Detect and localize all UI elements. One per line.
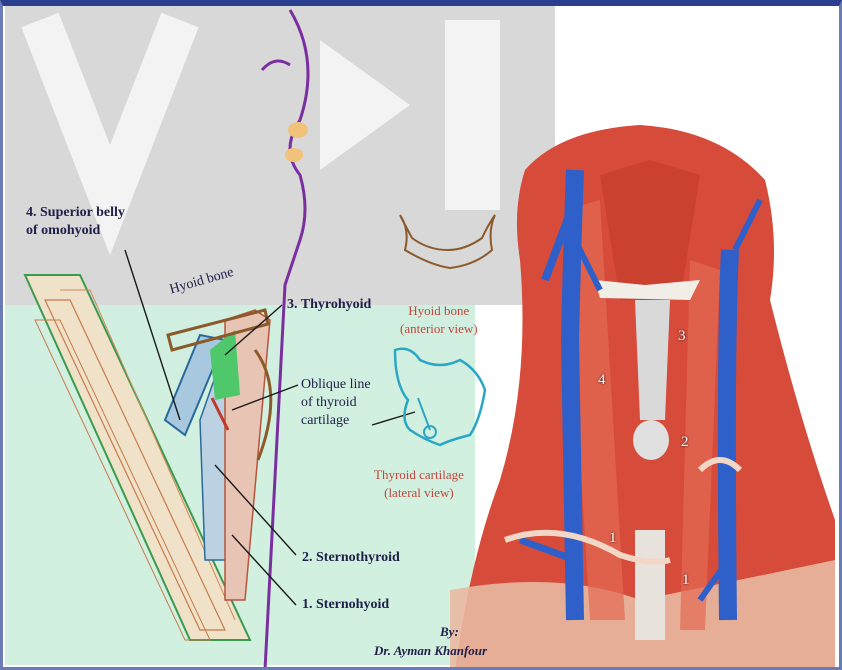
left-vein: [570, 170, 575, 620]
label-superior-belly-omohyoid: 4. Superior belly of omohyoid: [26, 204, 125, 240]
label-hyoid-anterior-view: Hyoid bone (anterior view): [400, 302, 478, 338]
credit-author: Dr. Ayman Khanfour: [374, 643, 487, 659]
label-oblique-line: Oblique line of thyroid cartilage: [301, 376, 371, 430]
number-1-right: 1: [682, 572, 690, 589]
larynx-cartilage: [635, 300, 670, 420]
label-sternohyoid: 1. Sternohyoid: [302, 597, 389, 613]
number-1-left: 1: [609, 530, 617, 547]
lower-lip: [285, 148, 303, 162]
number-4: 4: [598, 372, 606, 389]
credit-by: By:: [440, 624, 459, 640]
label-thyrohyoid: 3. Thyrohyoid: [287, 297, 371, 313]
label-thyroid-lateral-view: Thyroid cartilage (lateral view): [374, 466, 464, 502]
watermark-letter-l: [445, 20, 500, 210]
number-2: 2: [681, 434, 689, 451]
number-3: 3: [678, 328, 686, 345]
label-sternothyroid: 2. Sternothyroid: [302, 550, 400, 566]
upper-lip: [288, 122, 308, 138]
